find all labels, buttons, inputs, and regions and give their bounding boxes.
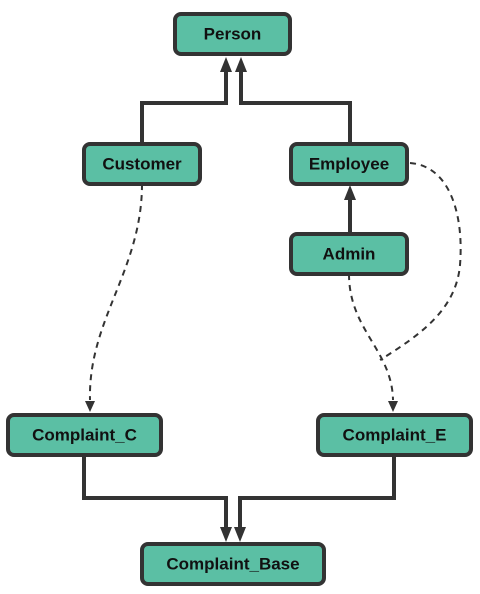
node-admin-label: Admin (323, 245, 376, 264)
node-customer[interactable]: Customer (82, 142, 202, 186)
node-customer-label: Customer (102, 155, 182, 174)
arrowhead-complaint-c-base (220, 527, 232, 542)
edge-customer-complaint-c (88, 183, 143, 401)
node-employee-box (289, 142, 409, 186)
edge-employee-complaint-e (379, 162, 462, 361)
node-complaint-e[interactable]: Complaint_E (316, 413, 473, 457)
node-complaint-c-box (6, 413, 163, 457)
edge-employee-person (239, 70, 352, 147)
node-complaint-base[interactable]: Complaint_Base (140, 542, 326, 586)
arrowhead-customer-complaint-c (85, 401, 95, 412)
node-employee-label: Employee (309, 155, 389, 174)
edge-complaint-e-base (238, 455, 396, 528)
arrowhead-employee-person (235, 57, 247, 72)
arrowhead-complaint-e-base (234, 527, 246, 542)
node-person[interactable]: Person (173, 12, 292, 56)
arrowhead-admin-employee (344, 185, 356, 200)
node-complaint-base-label: Complaint_Base (166, 555, 299, 574)
arrowhead-customer-person (220, 57, 232, 72)
node-complaint-e-box (316, 413, 473, 457)
node-person-box (173, 12, 292, 56)
edge-admin-complaint-e (348, 273, 394, 401)
node-complaint-c-label: Complaint_C (32, 426, 137, 445)
node-complaint-base-box (140, 542, 326, 586)
node-person-label: Person (204, 25, 262, 44)
node-admin[interactable]: Admin (289, 232, 409, 276)
node-complaint-c[interactable]: Complaint_C (6, 413, 163, 457)
edge-customer-person (140, 70, 228, 147)
node-employee[interactable]: Employee (289, 142, 409, 186)
node-customer-box (82, 142, 202, 186)
edge-complaint-c-base (82, 455, 228, 528)
arrowhead-admin-complaint-e (388, 401, 398, 412)
node-complaint-e-label: Complaint_E (343, 426, 447, 445)
node-admin-box (289, 232, 409, 276)
